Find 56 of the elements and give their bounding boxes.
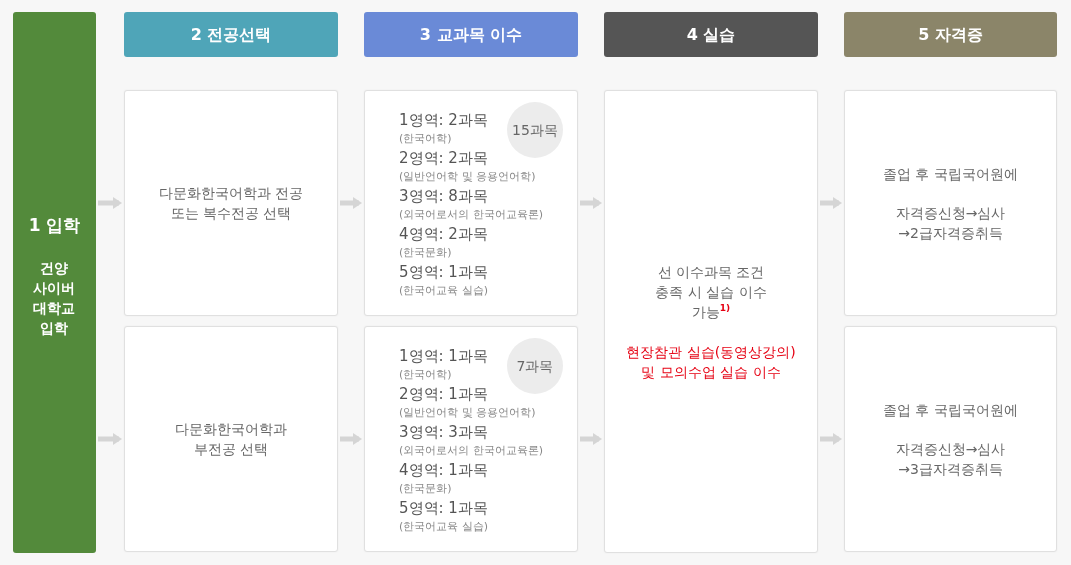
arrow <box>580 197 602 209</box>
course-count: 1영역: 1과목 <box>399 346 488 366</box>
count-label: 15과목 <box>512 121 558 139</box>
count-label: 7과목 <box>516 357 554 375</box>
info-card <box>364 326 578 552</box>
course-count: 5영역: 1과목 <box>399 498 488 518</box>
course-count: 1영역: 2과목 <box>399 110 488 130</box>
step-header <box>844 12 1057 57</box>
step-title: 1 입학 <box>28 214 81 237</box>
step-title: 2 전공선택 <box>190 24 272 45</box>
card-text: 졸업 후 국립국어원에 <box>883 400 1018 420</box>
step-header <box>604 12 818 57</box>
info-card <box>604 90 818 553</box>
arrow <box>340 197 362 209</box>
arrow <box>98 197 122 209</box>
course-count: 3영역: 8과목 <box>399 186 488 206</box>
info-card <box>844 90 1057 316</box>
card-text: 자격증신청→심사 →3급자격증취득 <box>894 439 1007 479</box>
info-card <box>844 326 1057 552</box>
course-topic: (일반언어학 및 응용언어학) <box>399 169 536 185</box>
course-count: 4영역: 1과목 <box>399 460 488 480</box>
course-topic: (한국어교육 실습) <box>399 519 489 535</box>
step-header <box>364 12 578 57</box>
course-count: 3영역: 3과목 <box>399 422 488 442</box>
course-topic: (한국어교육 실습) <box>399 283 489 299</box>
arrow <box>98 433 122 445</box>
card-text: 다문화한국어학과 부전공 선택 <box>174 420 288 459</box>
course-count: 5영역: 1과목 <box>399 262 488 282</box>
step-subtitle: 건양 사이버 대학교 입학 <box>32 259 77 338</box>
step-title: 5 자격증 <box>918 24 983 45</box>
arrow <box>820 197 842 209</box>
course-topic: (한국문화) <box>399 245 452 261</box>
course-topic: (외국어로서의 한국어교육론) <box>399 207 544 223</box>
highlight-text: 현장참관 실습(동영상강의) 및 모의수업 실습 이수 <box>625 342 797 382</box>
stage-bar <box>13 12 96 553</box>
course-topic: (한국어학) <box>399 367 452 383</box>
arrow <box>580 433 602 445</box>
arrow <box>340 433 362 445</box>
info-card <box>364 90 578 316</box>
step-title: 4 실습 <box>686 24 736 45</box>
course-count: 4영역: 2과목 <box>399 224 488 244</box>
arrow <box>820 433 842 445</box>
info-card <box>124 90 338 316</box>
course-count: 2영역: 2과목 <box>399 148 488 168</box>
card-text: 졸업 후 국립국어원에 <box>883 164 1018 184</box>
card-text: 다문화한국어학과 전공 또는 복수전공 선택 <box>157 184 305 223</box>
note-text: 선 이수과목 조건 충족 시 실습 이수 가능$^{1)}$ <box>655 262 767 322</box>
step-title: 3 교과목 이수 <box>419 24 523 45</box>
course-count: 2영역: 1과목 <box>399 384 488 404</box>
course-topic: (일반언어학 및 응용언어학) <box>399 405 536 421</box>
course-topic: (외국어로서의 한국어교육론) <box>399 443 544 459</box>
course-topic: (한국문화) <box>399 481 452 497</box>
course-topic: (한국어학) <box>399 131 452 147</box>
card-text: 자격증신청→심사 →2급자격증취득 <box>894 203 1007 243</box>
step-header <box>124 12 338 57</box>
info-card <box>124 326 338 552</box>
